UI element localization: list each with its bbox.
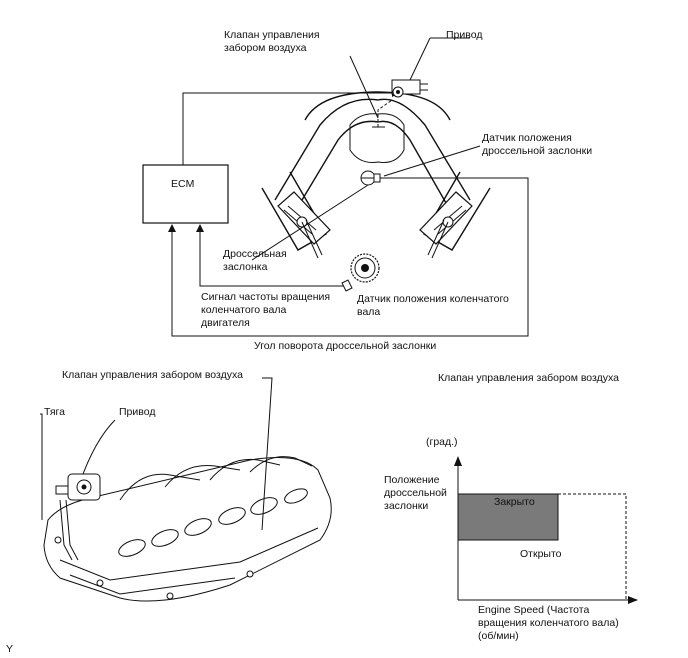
top-throttle-valve-label: Дроссельная заслонка [223, 248, 287, 273]
leader-tps [383, 145, 481, 177]
leader-bl-iacv [261, 377, 273, 531]
graph-x-label: Engine Speed (Частота вращения коленчато… [478, 604, 619, 642]
top-engine-diagram [142, 37, 529, 337]
left-cylinder [261, 171, 331, 259]
graph-closed-label: Закрыто [494, 496, 535, 508]
bl-iacv-label: Клапан управления забором воздуха [62, 369, 243, 381]
iacv-chamber [349, 113, 405, 163]
graph-dashed-boundary [558, 493, 627, 600]
top-tps-label: Датчик положения дроссельной заслонки [482, 132, 593, 157]
iacv-valve [377, 99, 393, 127]
crankshaft-gear [350, 253, 380, 283]
intake-manifold-drawing [40, 377, 332, 602]
graph-unit-label: (град.) [426, 436, 458, 448]
intake-manifold-right [377, 98, 471, 201]
ecm-label: ECM [171, 178, 195, 190]
leader-throttle [251, 184, 369, 261]
top-iacv-label: Клапан управления забором воздуха [224, 29, 320, 54]
actuator-signal-line [182, 92, 392, 165]
throttle-angle-line [171, 177, 529, 337]
leader-iacv [349, 55, 379, 119]
bl-actuator-shape [55, 473, 101, 501]
corner-mark: Y [6, 643, 14, 655]
throttle-valve-shape [360, 170, 381, 186]
leader-bl-rod [40, 413, 43, 520]
graph-open-label: Открыто [520, 548, 562, 560]
iacv-graph [454, 456, 638, 604]
graph-y-label: Положение дроссельной заслонки [384, 474, 447, 512]
leader-actuator [409, 37, 431, 81]
graph-closed-region [457, 493, 559, 541]
actuator-shape [391, 79, 428, 98]
bl-rod-label: Тяга [44, 406, 65, 418]
leader-bl-actuator [79, 419, 116, 483]
throttle-angle-arrow [168, 224, 176, 232]
crank-position-sensor [341, 279, 353, 292]
engine-speed-line [199, 232, 345, 287]
ecm-box [142, 164, 229, 224]
crank-sensor-label: Датчик положения коленчатого вала [357, 293, 509, 318]
intake-manifold-left [274, 98, 379, 201]
bl-actuator-label: Привод [119, 406, 156, 418]
bl-rod-shape [59, 499, 73, 561]
top-actuator-label: Привод [446, 29, 483, 41]
engine-speed-signal-label: Сигнал частоты вращения коленчатого вала… [201, 291, 331, 329]
engine-speed-arrow [196, 224, 204, 232]
throttle-angle-label: Угол поворота дроссельной заслонки [254, 340, 437, 352]
right-cylinder [419, 171, 491, 259]
graph-title: Клапан управления забором воздуха [438, 372, 619, 384]
